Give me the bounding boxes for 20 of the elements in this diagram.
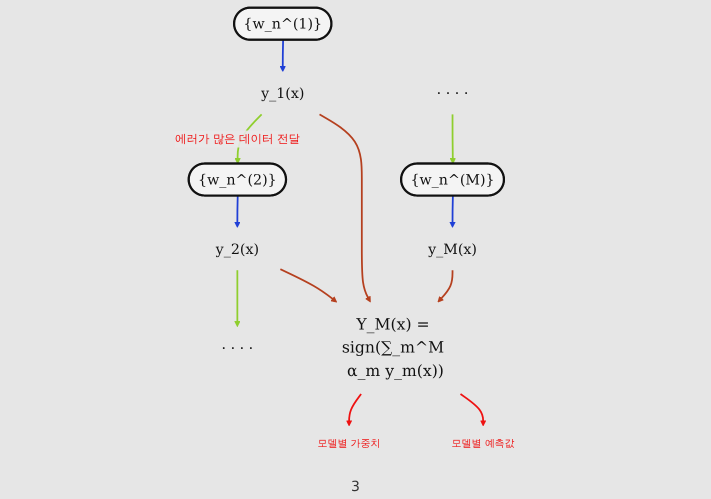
arrow: [460, 393, 486, 426]
arrow: [280, 40, 286, 72]
node-text: y_1(x): [261, 84, 304, 102]
node-text: · · · ·: [222, 340, 254, 357]
page-number: 3: [351, 479, 360, 495]
arrow: [450, 114, 456, 164]
arrow: [449, 196, 456, 228]
node-text: y_2(x): [216, 240, 260, 258]
node-text: y_M(x): [428, 240, 477, 258]
node-text: Y_M(x) = sign(∑_m^M α_m y_m(x)): [342, 316, 444, 380]
edge-label: 에러가 많은 데이터 전달: [175, 132, 300, 146]
arrow: [437, 270, 454, 303]
arrow: [234, 270, 240, 328]
node-text: 모델별 예측값: [452, 438, 515, 450]
arrow: [234, 196, 240, 228]
arrow: [346, 393, 362, 426]
node-text: · · · ·: [436, 84, 468, 102]
arrow: [319, 114, 371, 303]
arrow: [280, 268, 338, 303]
node-text: 모델별 가중치: [318, 438, 381, 450]
